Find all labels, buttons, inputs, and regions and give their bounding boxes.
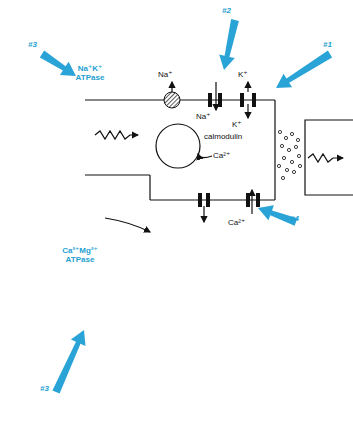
transmitter-dot [281,176,284,179]
transmitter-dot [287,148,290,151]
label: Na⁺K⁺ ATPase [70,64,110,82]
callout-number: #3 [28,40,37,49]
label: Ca²⁺Mg²⁺ ATPase [52,246,108,264]
transmitter-dot [292,170,295,173]
callout-number: #1 [323,40,332,49]
label: Na⁺ [158,70,172,79]
transmitter-dot [297,154,300,157]
label: Na⁺ [196,112,210,121]
callout-arrow [276,51,332,88]
label: Ca²⁺ [228,218,245,227]
transmitter-dot [284,136,287,139]
transmitter-dot [290,132,293,135]
transmitter-dot [285,168,288,171]
transmitter-dot [294,145,297,148]
transmitter-dot [278,130,281,133]
label: K⁺ [238,70,248,79]
label: Ca²⁺ [213,151,230,160]
label: K⁺ [232,120,242,129]
callout-number: #4 [290,214,299,223]
callout-arrow [219,19,239,70]
transmitter-dot [298,164,301,167]
callout-number: #2 [222,6,231,15]
transmitter-dot [296,138,299,141]
transmitter-dot [280,144,283,147]
transmitter-dot [282,156,285,159]
callout-arrow [52,330,85,394]
callout-number: #3 [40,384,49,393]
callout-arrow [40,51,76,76]
transmitter-dot [277,164,280,167]
label: calmodulin [204,132,242,141]
transmitter-dot [290,160,293,163]
